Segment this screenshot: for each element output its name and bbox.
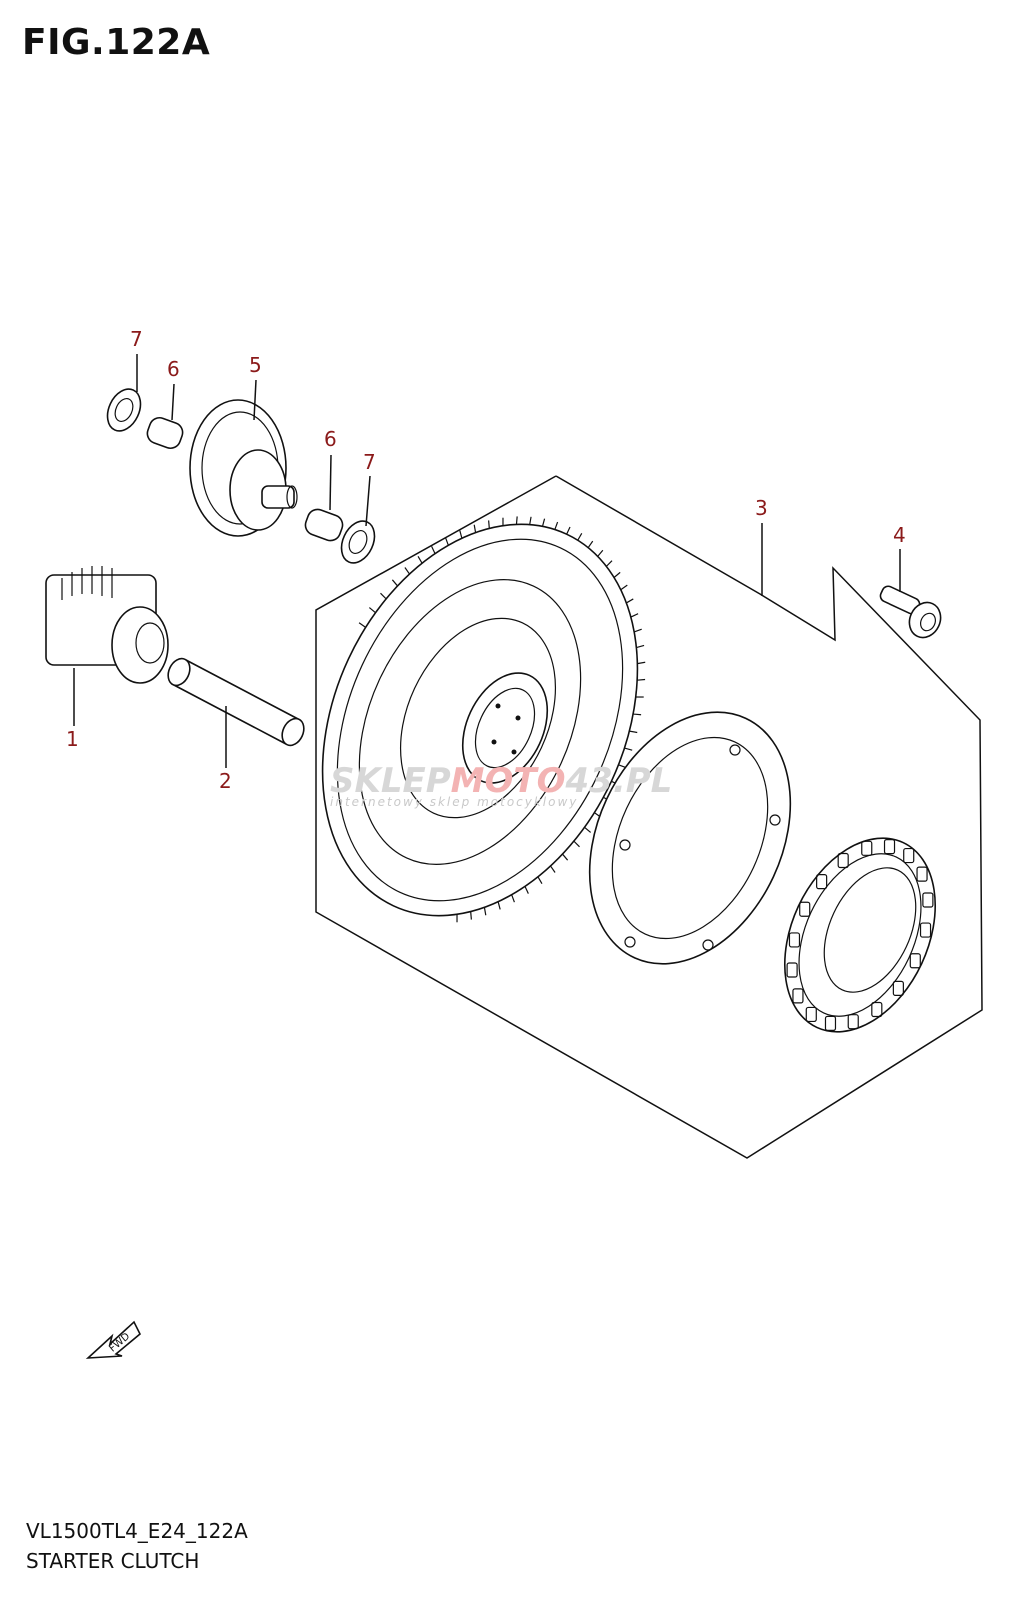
gear-tooth: [541, 518, 546, 527]
gear-tooth: [633, 628, 642, 633]
gear-tooth: [529, 516, 532, 525]
callout-6-upper: 6: [167, 357, 180, 381]
watermark-part-c: 43.PL: [565, 761, 673, 801]
sprag-roller: [909, 953, 921, 969]
gear-tooth: [483, 907, 487, 916]
gear-tooth: [577, 533, 583, 541]
washer-lower: [340, 520, 376, 564]
sprag-roller: [922, 892, 934, 908]
sprag-roller: [805, 1006, 817, 1023]
svg-text:SKLEPMOTO43.PL: SKLEPMOTO43.PL: [330, 761, 672, 801]
washer-upper: [106, 388, 142, 432]
gear-tooth: [636, 644, 645, 649]
gear-tooth: [626, 598, 634, 604]
gear-tooth: [404, 567, 411, 575]
sprag-roller: [903, 847, 915, 864]
gear-tooth: [380, 592, 387, 600]
figure-code: VL1500TL4_E24_122A: [26, 1519, 248, 1543]
sprag-roller: [883, 839, 896, 855]
starter-clutch-gear: [321, 516, 646, 923]
gear-tooth: [587, 540, 594, 549]
callout-6-lower: 6: [324, 427, 337, 451]
gear-tooth: [488, 520, 490, 529]
sprag-roller: [916, 866, 928, 882]
watermark-part-a: SKLEP: [330, 761, 451, 801]
sprag-roller: [919, 922, 932, 938]
sprag-roller: [847, 1014, 859, 1030]
gear-tooth: [515, 516, 518, 525]
gear-tooth: [620, 584, 628, 591]
callout-4: 4: [893, 523, 906, 547]
gear-tooth: [391, 579, 398, 587]
watermark-part-b: MOTO: [451, 761, 566, 801]
idle-gear-2: [189, 399, 298, 537]
forward-arrow-icon: FWD: [85, 1320, 141, 1359]
figure-title: FIG.122A: [22, 22, 211, 63]
gear-tooth: [537, 876, 543, 884]
assembly-outline: [315, 475, 983, 1159]
gear-tooth: [605, 560, 613, 567]
sprag-roller: [788, 932, 801, 948]
callout-7-upper: 7: [130, 327, 143, 351]
gear-tooth: [584, 826, 592, 833]
gear-tooth: [511, 894, 515, 903]
sprag-roller: [792, 988, 804, 1004]
sprag-roller: [871, 1001, 883, 1018]
gear-tooth: [629, 730, 638, 734]
gear-tooth: [431, 546, 436, 554]
gear-tooth: [562, 853, 569, 861]
gear-tooth: [368, 607, 376, 614]
bushing-lower: [304, 508, 344, 542]
callout-5: 5: [249, 353, 262, 377]
figure-name: STARTER CLUTCH: [26, 1549, 200, 1573]
gear-tooth: [473, 524, 477, 533]
sprag-roller: [892, 980, 904, 996]
gear-tooth: [630, 613, 639, 618]
shaft: [167, 657, 305, 747]
gear-tooth: [637, 678, 646, 681]
gear-tooth: [417, 556, 423, 564]
gear-tooth: [524, 886, 529, 894]
gear-tooth: [597, 549, 604, 557]
callout-7-lower: 7: [363, 450, 376, 474]
gear-tooth: [633, 713, 642, 716]
gear-tooth: [554, 521, 559, 530]
watermark-sub: internetowy sklep motocyklowy: [330, 795, 578, 809]
sprag-roller: [824, 1015, 837, 1031]
clutch-housing: [588, 711, 792, 965]
callout-3: 3: [755, 496, 768, 520]
bushing-upper: [146, 416, 184, 450]
callout-1: 1: [66, 727, 79, 751]
gear-tooth: [573, 840, 580, 848]
bolt: [879, 585, 942, 639]
callout-2: 2: [219, 769, 232, 793]
sprag-roller: [816, 874, 828, 890]
gear-tooth: [445, 537, 449, 546]
sprag-roller: [837, 852, 849, 869]
sprag-roller: [786, 962, 798, 978]
sprag-roller: [861, 840, 873, 856]
gear-tooth: [637, 661, 646, 665]
gear-tooth: [459, 530, 463, 539]
gear-tooth: [624, 747, 633, 751]
gear-tooth: [358, 622, 366, 628]
gear-tooth: [566, 526, 571, 535]
gear-tooth: [549, 865, 556, 873]
gear-tooth: [497, 901, 501, 910]
one-way-clutch: [783, 837, 937, 1033]
sprag-roller: [799, 901, 811, 917]
gear-tooth: [613, 571, 621, 578]
watermark: SKLEPMOTO43.PL internetowy sklep motocyk…: [330, 761, 672, 809]
idle-gear-1: [45, 566, 169, 684]
gear-tooth: [470, 911, 472, 920]
